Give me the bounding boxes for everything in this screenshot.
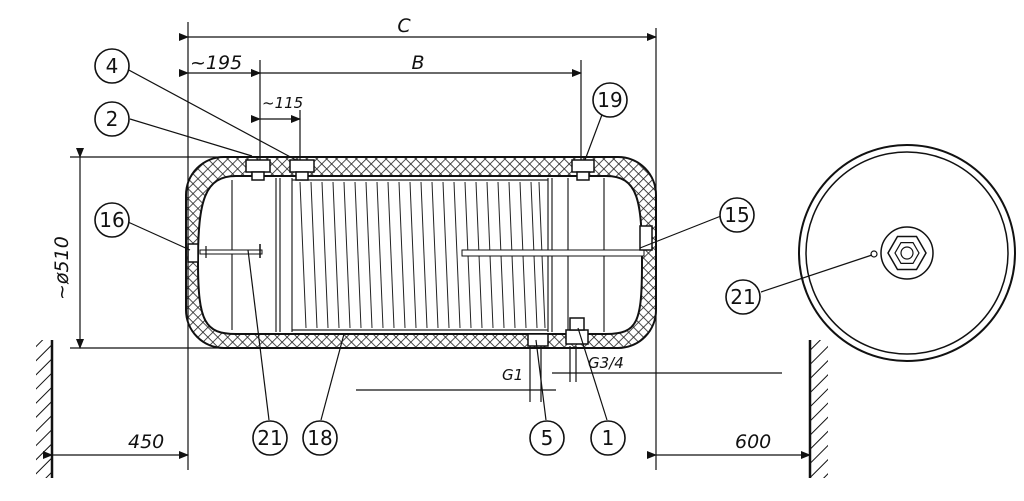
dim-g34-label: G3/4 <box>588 354 624 372</box>
right-wall <box>808 340 828 478</box>
tank-side-view <box>185 156 657 349</box>
svg-text:21: 21 <box>257 426 282 450</box>
dim-115-label: ~115 <box>262 94 303 112</box>
dim-b-label: B <box>411 52 424 74</box>
svg-text:1: 1 <box>602 426 615 450</box>
tank-end-view <box>798 144 1016 362</box>
dim-g1-label: G1 <box>502 366 523 384</box>
dim-diameter-label: ~ø510 <box>51 236 73 300</box>
dim-195-label: ~195 <box>190 52 242 74</box>
svg-text:5: 5 <box>541 426 554 450</box>
callout-4: 4 <box>94 48 130 84</box>
dim-c-label: C <box>397 15 411 37</box>
dimension-lines <box>43 22 811 470</box>
svg-text:4: 4 <box>106 54 119 78</box>
heating-coil <box>299 181 546 329</box>
leader-lines <box>124 67 873 421</box>
dim-600-label: 600 <box>735 431 771 453</box>
svg-text:19: 19 <box>597 88 622 112</box>
callout-18: 18 <box>302 420 338 456</box>
svg-text:15: 15 <box>724 203 749 227</box>
callout-19: 19 <box>592 82 628 118</box>
callout-21: 21 <box>252 420 288 456</box>
callout-21-end-view: 21 <box>725 279 761 315</box>
top-connectors <box>245 159 595 181</box>
svg-text:18: 18 <box>307 426 332 450</box>
dim-450-label: 450 <box>128 431 164 453</box>
svg-text:16: 16 <box>99 208 124 232</box>
svg-text:2: 2 <box>106 107 119 131</box>
internal-structure <box>231 178 605 332</box>
callout-16: 16 <box>94 202 130 238</box>
left-wall <box>36 340 54 478</box>
callout-5: 5 <box>529 420 565 456</box>
callout-15: 15 <box>719 197 755 233</box>
svg-text:21: 21 <box>730 285 755 309</box>
callout-1: 1 <box>590 420 626 456</box>
callout-2: 2 <box>94 101 130 137</box>
